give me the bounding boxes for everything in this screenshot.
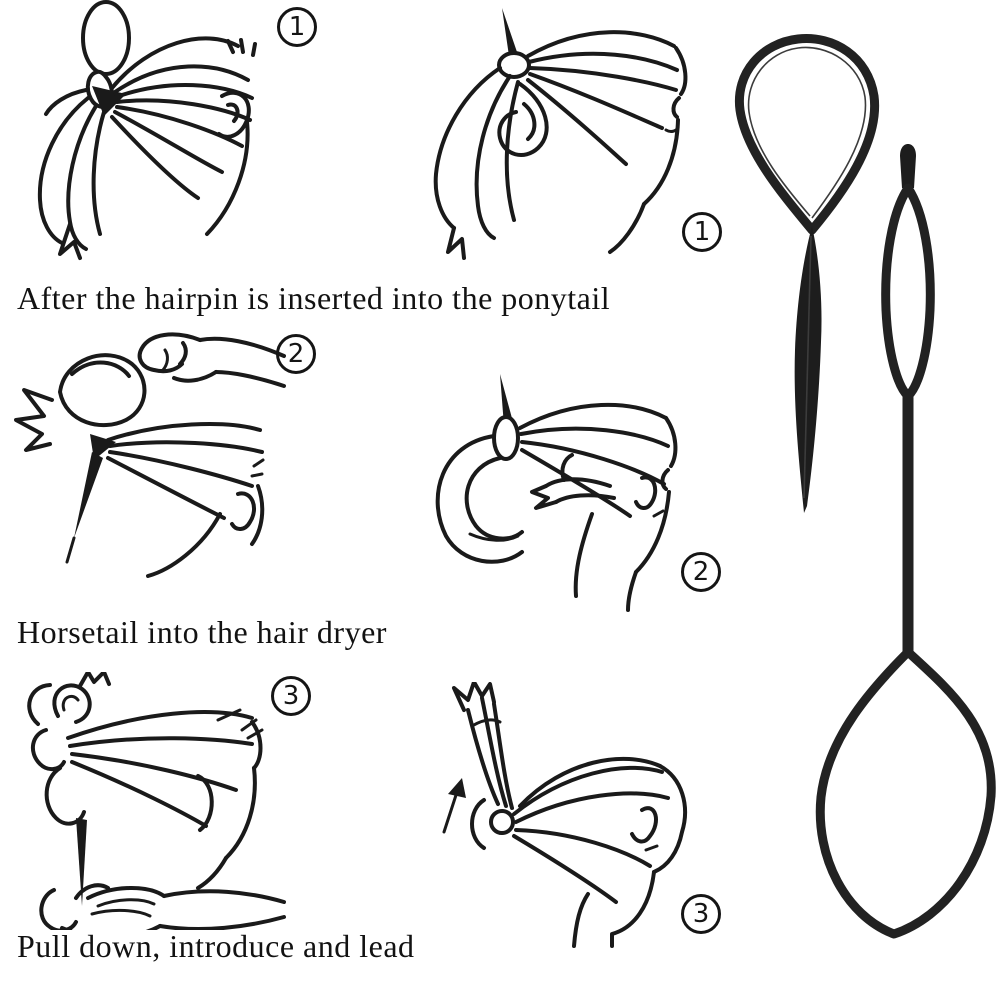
tool2-eye-loop [881,183,935,401]
arm-and-hand [137,332,286,388]
step2-sketch-pull-through [435,374,678,612]
hairpin-pin [74,452,103,538]
step3-number: 3 [282,681,300,711]
face-profile [626,416,678,612]
tie-outer-curve [470,798,486,850]
ponytail-strands [433,66,520,260]
face-profile [608,46,688,254]
step1-badge-right: 1 [682,212,722,252]
hair-strands [44,36,254,200]
up-arrow-icon [442,778,466,834]
ponytail-strands [37,96,106,260]
head-profile [572,764,687,948]
tool-large-loop-hairpin [734,34,880,513]
step1-number: 1 [288,12,306,42]
pushing-hand [530,453,616,598]
step3-badge-right: 3 [681,894,721,934]
gather-point [92,86,126,116]
head-outline [44,720,263,890]
step1-sketch-ponytail-side [433,8,688,260]
step2-number: 2 [692,557,710,587]
ponytail-up [452,682,514,810]
catching-hands [39,883,286,930]
step1-caption: After the hairpin is inserted into the p… [17,280,611,316]
step1-number: 1 [693,217,711,247]
step2-sketch-hand-feeding-loop [14,332,286,578]
head-outline [146,458,265,578]
hair-loop-dangle [497,82,549,158]
hairpin-tip [500,374,513,426]
hair-strands [518,402,670,518]
hair-strands [512,756,670,904]
step3-caption: Pull down, introduce and lead [17,928,415,964]
hair-tie-icon [497,51,531,79]
step2-caption: Horsetail into the hair dryer [17,614,387,650]
hair-strands [66,708,264,828]
hair-strands [526,30,679,166]
step3-number: 3 [692,899,710,929]
tool2-tip [900,144,916,188]
step3-sketch-tail-led-through [442,682,687,948]
step3-sketch-pull-down [27,672,286,930]
tool-double-loop-hairpin [815,144,996,939]
tool2-teardrop-loop [815,647,996,939]
hairpin-tip [502,8,517,56]
hairpin-pin-tip [65,536,76,564]
hair-strands [106,422,264,520]
product-photo-tools [734,34,996,939]
hairpin-pin [76,818,87,906]
step2-number: 2 [287,339,305,369]
hairpin-loop-icon [81,0,131,76]
loop-with-hair [58,353,147,428]
step3-badge-left: 3 [271,676,311,716]
step1-badge-left: 1 [277,7,317,47]
spiky-hair [14,388,54,452]
hair-loop [435,434,524,564]
hair-tie-icon [489,809,515,835]
hair-bun [27,672,111,771]
hair-tie-icon [492,415,520,461]
eyelashes [226,38,257,57]
step1-sketch-hairpin-inserted [37,0,257,260]
step2-badge-left: 2 [276,334,316,374]
ear-and-face [205,90,251,236]
step2-badge-right: 2 [681,552,721,592]
